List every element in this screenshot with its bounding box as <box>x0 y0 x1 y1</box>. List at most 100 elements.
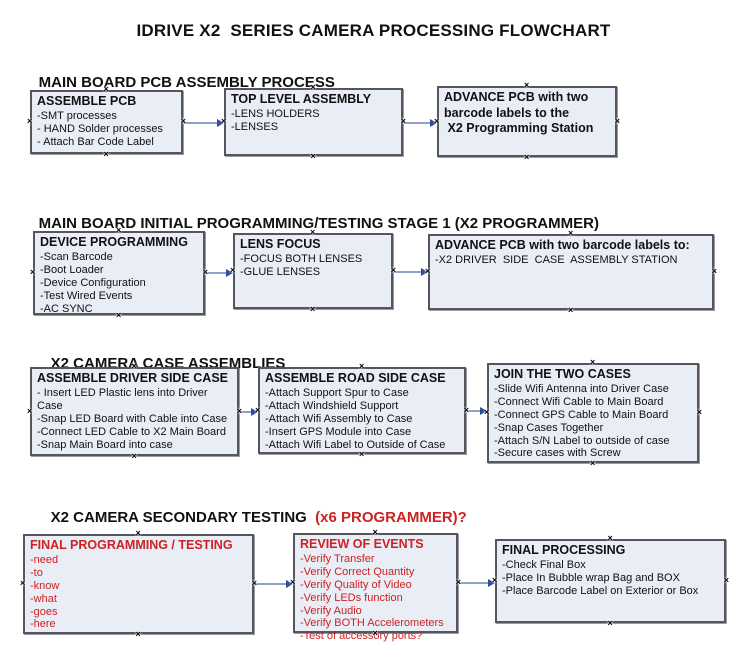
connection-point-marker: × <box>484 407 490 417</box>
arrow-line <box>205 272 228 274</box>
connection-point-marker: × <box>27 405 33 416</box>
box-item: - HAND Solder processes <box>37 122 163 135</box>
arrow-line <box>183 122 219 124</box>
box-title: ADVANCE PCB with two barcode labels to t… <box>444 90 594 136</box>
box-item: -Scan Barcode <box>40 250 113 263</box>
connection-point-marker: × <box>524 80 530 90</box>
box-item: -Verify Transfer <box>300 552 375 565</box>
connection-point-marker: × <box>590 458 596 468</box>
arrow-head-icon <box>480 406 487 415</box>
box-item: -Attach Wifi Label to Outside of Case <box>265 438 446 451</box>
box-items: -Check Final Box-Place In Bubble wrap Ba… <box>502 559 720 598</box>
connection-point-marker: × <box>711 266 717 276</box>
connection-point-marker: × <box>135 528 141 538</box>
arrow-line <box>403 122 432 124</box>
box-item: - Attach Bar Code Label <box>37 135 154 148</box>
box-item: -Verify BOTH Accelerometers <box>300 617 444 630</box>
arrow-line <box>466 410 482 412</box>
box-item: -FOCUS BOTH LENSES <box>240 252 363 265</box>
box-items: -Scan Barcode-Boot Loader-Device Configu… <box>40 251 199 316</box>
flow-box-final-processing: × × × × FINAL PROCESSING -Check Final Bo… <box>492 534 729 628</box>
box-item: -Attach Windshield Support <box>265 399 399 412</box>
connection-point-marker: × <box>221 116 227 126</box>
connection-point-marker: × <box>390 265 396 275</box>
box-title: FINAL PROCESSING <box>502 543 626 557</box>
box-items: -Verify Transfer-Verify Correct Quantity… <box>300 553 452 644</box>
box-item: -Place In Bubble wrap Bag and BOX <box>502 571 680 584</box>
connection-point-marker: × <box>116 310 122 320</box>
section-heading-text: MAIN BOARD INITIAL PROGRAMMING/TESTING S… <box>38 215 599 232</box>
connection-point-marker: × <box>103 84 109 94</box>
box-item: -here <box>30 618 56 631</box>
box-item: -Snap Cases Together <box>494 421 604 434</box>
connection-point-marker: × <box>310 304 316 314</box>
box-item: -know <box>30 579 60 592</box>
box-item: -what <box>30 592 57 605</box>
connection-point-marker: × <box>116 225 122 235</box>
connection-point-marker: × <box>492 575 498 585</box>
arrow-head-icon <box>217 118 224 127</box>
connection-point-marker: × <box>135 629 141 639</box>
arrow-line <box>393 271 423 273</box>
connection-point-marker: × <box>590 357 596 367</box>
box-item: -Connect Wifi Cable to Main Board <box>494 395 664 408</box>
box-item: -Connect LED Cable to X2 Main Board <box>37 425 226 438</box>
connection-point-marker: × <box>131 451 137 461</box>
connection-point-marker: × <box>723 575 729 585</box>
box-title: ASSEMBLE PCB <box>37 94 137 108</box>
flow-arrow <box>458 578 495 587</box>
connection-point-marker: × <box>568 228 574 238</box>
arrow-head-icon <box>286 579 293 588</box>
arrow-head-icon <box>421 267 428 276</box>
flow-arrow <box>239 407 258 416</box>
box-item: -Test Wired Events <box>40 289 133 302</box>
arrow-head-icon <box>251 407 258 416</box>
box-item: -Boot Loader <box>40 263 104 276</box>
box-item: -Verify Correct Quantity <box>300 565 415 578</box>
connection-point-marker: × <box>27 116 33 126</box>
flow-box-top-level-assembly: × × × × TOP LEVEL ASSEMBLY -LENS HOLDERS… <box>221 83 406 161</box>
connection-point-marker: × <box>524 152 530 162</box>
box-title: JOIN THE TWO CASES <box>494 367 631 381</box>
connection-point-marker: × <box>310 151 316 161</box>
box-item: -need <box>30 553 59 566</box>
connection-point-marker: × <box>230 265 236 275</box>
connection-point-marker: × <box>372 628 378 638</box>
flow-box-advance-pcb-driver-side-station: × × × × ADVANCE PCB with two barcode lab… <box>425 229 717 315</box>
connection-point-marker: × <box>463 404 469 415</box>
box-item: -X2 DRIVER SIDE CASE ASSEMBLY STATION <box>435 253 678 266</box>
box-item: -goes <box>30 605 58 618</box>
connection-point-marker: × <box>614 115 620 126</box>
flow-arrow <box>254 579 293 588</box>
arrow-line <box>239 411 253 413</box>
box-items: -X2 DRIVER SIDE CASE ASSEMBLY STATION <box>435 254 708 267</box>
box-item: -Attach Wifi Assembly to Case <box>265 412 413 425</box>
arrow-head-icon <box>488 578 495 587</box>
flow-box-assemble-road-side-case: × × × × ASSEMBLE ROAD SIDE CASE -Attach … <box>255 362 469 459</box>
box-items: -SMT processes- HAND Solder processes- A… <box>37 110 177 149</box>
box-item: -to <box>30 566 43 579</box>
box-item: -Verify Quality of Video <box>300 578 412 591</box>
connection-point-marker: × <box>310 227 316 237</box>
connection-point-marker: × <box>607 618 613 628</box>
connection-point-marker: × <box>236 405 242 416</box>
box-item: -Slide Wifi Antenna into Driver Case <box>494 382 669 395</box>
box-items: - Insert LED Plastic lens into Driver Ca… <box>37 387 233 452</box>
flow-arrow <box>205 268 233 277</box>
connection-point-marker: × <box>103 149 109 159</box>
connection-point-marker: × <box>251 578 257 588</box>
connection-point-marker: × <box>359 449 365 459</box>
connection-point-marker: × <box>310 82 316 92</box>
section-heading-red-text: (x6 PROGRAMMER)? <box>310 509 467 526</box>
flow-box-final-programming-testing: × × × × FINAL PROGRAMMING / TESTING -nee… <box>20 529 257 639</box>
arrow-line <box>458 582 490 584</box>
box-item: -Insert GPS Module into Case <box>265 425 412 438</box>
connection-point-marker: × <box>607 533 613 543</box>
box-title: ADVANCE PCB with two barcode labels to: <box>435 238 690 252</box>
flow-box-assemble-driver-side-case: × × × × ASSEMBLE DRIVER SIDE CASE - Inse… <box>27 362 242 461</box>
box-item: -Verify LEDs function <box>300 591 403 604</box>
box-item: -Snap Main Board into case <box>37 438 173 451</box>
connection-point-marker: × <box>131 361 137 371</box>
flow-arrow <box>403 118 437 127</box>
